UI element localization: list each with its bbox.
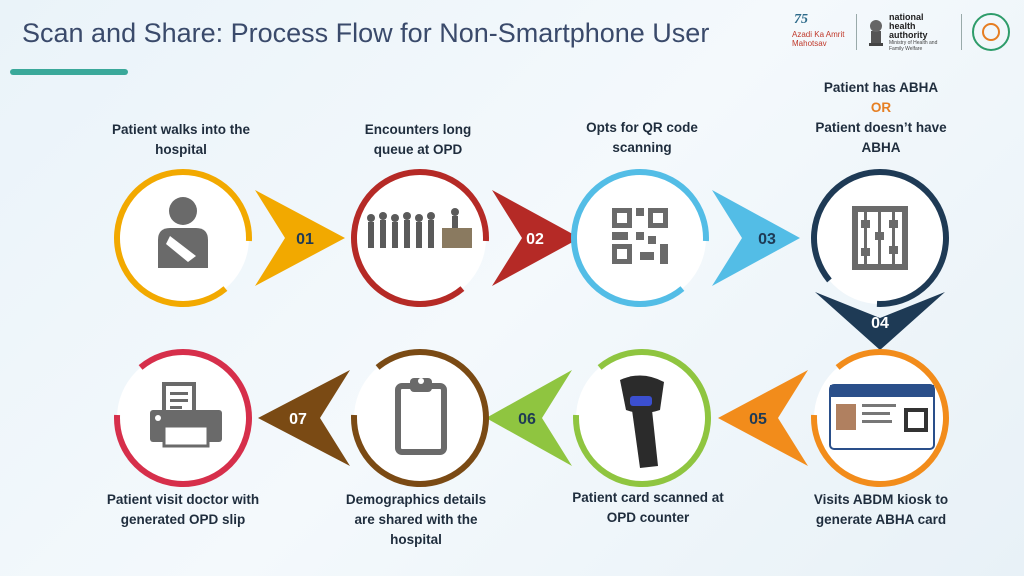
step-01-arrow bbox=[255, 190, 345, 286]
title-underline bbox=[10, 69, 128, 75]
logo-divider-2 bbox=[961, 14, 962, 50]
final-step-circle bbox=[114, 349, 252, 487]
step-06-arrow bbox=[486, 370, 572, 466]
step-03-arrow bbox=[712, 190, 800, 286]
step-05-number: 05 bbox=[749, 411, 767, 428]
step-04-label: Patient has ABHA OR Patient doesn’t have… bbox=[796, 78, 966, 158]
step-04-number: 04 bbox=[871, 315, 889, 332]
queue-icon bbox=[367, 208, 472, 248]
clipboard-icon bbox=[395, 378, 447, 455]
step-03-label: Opts for QR code scanning bbox=[586, 120, 698, 155]
nha-logo: national health authority Ministry of He… bbox=[867, 11, 951, 52]
step-07-arrow bbox=[258, 370, 350, 466]
azadi-logo-text: Azadi Ka Amrit Mahotsav bbox=[792, 30, 845, 48]
step-01-circle: 01 bbox=[114, 169, 345, 307]
national-emblem-icon bbox=[867, 17, 885, 47]
step-05-arrow bbox=[718, 370, 808, 466]
step-06-label: Patient card scanned at OPD counter bbox=[572, 490, 724, 525]
step-05-label: Visits ABDM kiosk to generate ABHA card bbox=[813, 492, 949, 527]
abacus-icon bbox=[852, 206, 908, 270]
step-02-circle: 02 bbox=[351, 169, 580, 307]
final-step-label: Patient visit doctor with generated OPD … bbox=[106, 492, 260, 527]
abdm-round-logo bbox=[972, 13, 1010, 51]
printer-icon bbox=[150, 382, 222, 448]
step-07-number: 07 bbox=[289, 411, 307, 428]
logo-divider bbox=[856, 14, 857, 50]
step-03-number: 03 bbox=[758, 231, 776, 248]
nha-logo-text: national health authority bbox=[889, 11, 928, 40]
step-05-circle: 05 bbox=[718, 349, 949, 487]
qr-code-icon bbox=[612, 208, 668, 264]
step-07-label: Demographics details are shared with the… bbox=[345, 492, 487, 547]
azadi-logo-number: 75 bbox=[794, 12, 808, 27]
step-06-circle: 06 bbox=[486, 349, 711, 487]
page-title: Scan and Share: Process Flow for Non-Sma… bbox=[22, 18, 710, 48]
step-04-label-part1: Patient has ABHA bbox=[823, 80, 939, 95]
step-04-label-part2: Patient doesn’t have ABHA bbox=[815, 120, 947, 155]
barcode-scanner-icon bbox=[620, 375, 664, 468]
step-02-number: 02 bbox=[526, 231, 544, 248]
step-04-label-or: OR bbox=[870, 100, 892, 115]
nha-logo-subtext: Ministry of Health and Family Welfare bbox=[889, 39, 938, 52]
step-03-circle: 03 bbox=[571, 169, 800, 307]
logo-bar: 75 Azadi Ka Amrit Mahotsav national heal… bbox=[792, 12, 1010, 52]
step-02-label: Encounters long queue at OPD bbox=[364, 122, 472, 157]
injured-person-icon bbox=[158, 197, 208, 268]
step-07-circle: 07 bbox=[258, 349, 489, 487]
step-04-arrow bbox=[815, 292, 945, 350]
azadi-ka-amrit-mahotsav-logo: 75 Azadi Ka Amrit Mahotsav bbox=[792, 12, 846, 52]
abha-card-icon bbox=[829, 384, 935, 450]
step-02-arrow bbox=[492, 190, 580, 286]
step-04-circle: 04 bbox=[811, 169, 949, 350]
step-06-number: 06 bbox=[518, 411, 536, 428]
step-01-label: Patient walks into the hospital bbox=[111, 122, 251, 157]
step-01-number: 01 bbox=[296, 231, 314, 248]
